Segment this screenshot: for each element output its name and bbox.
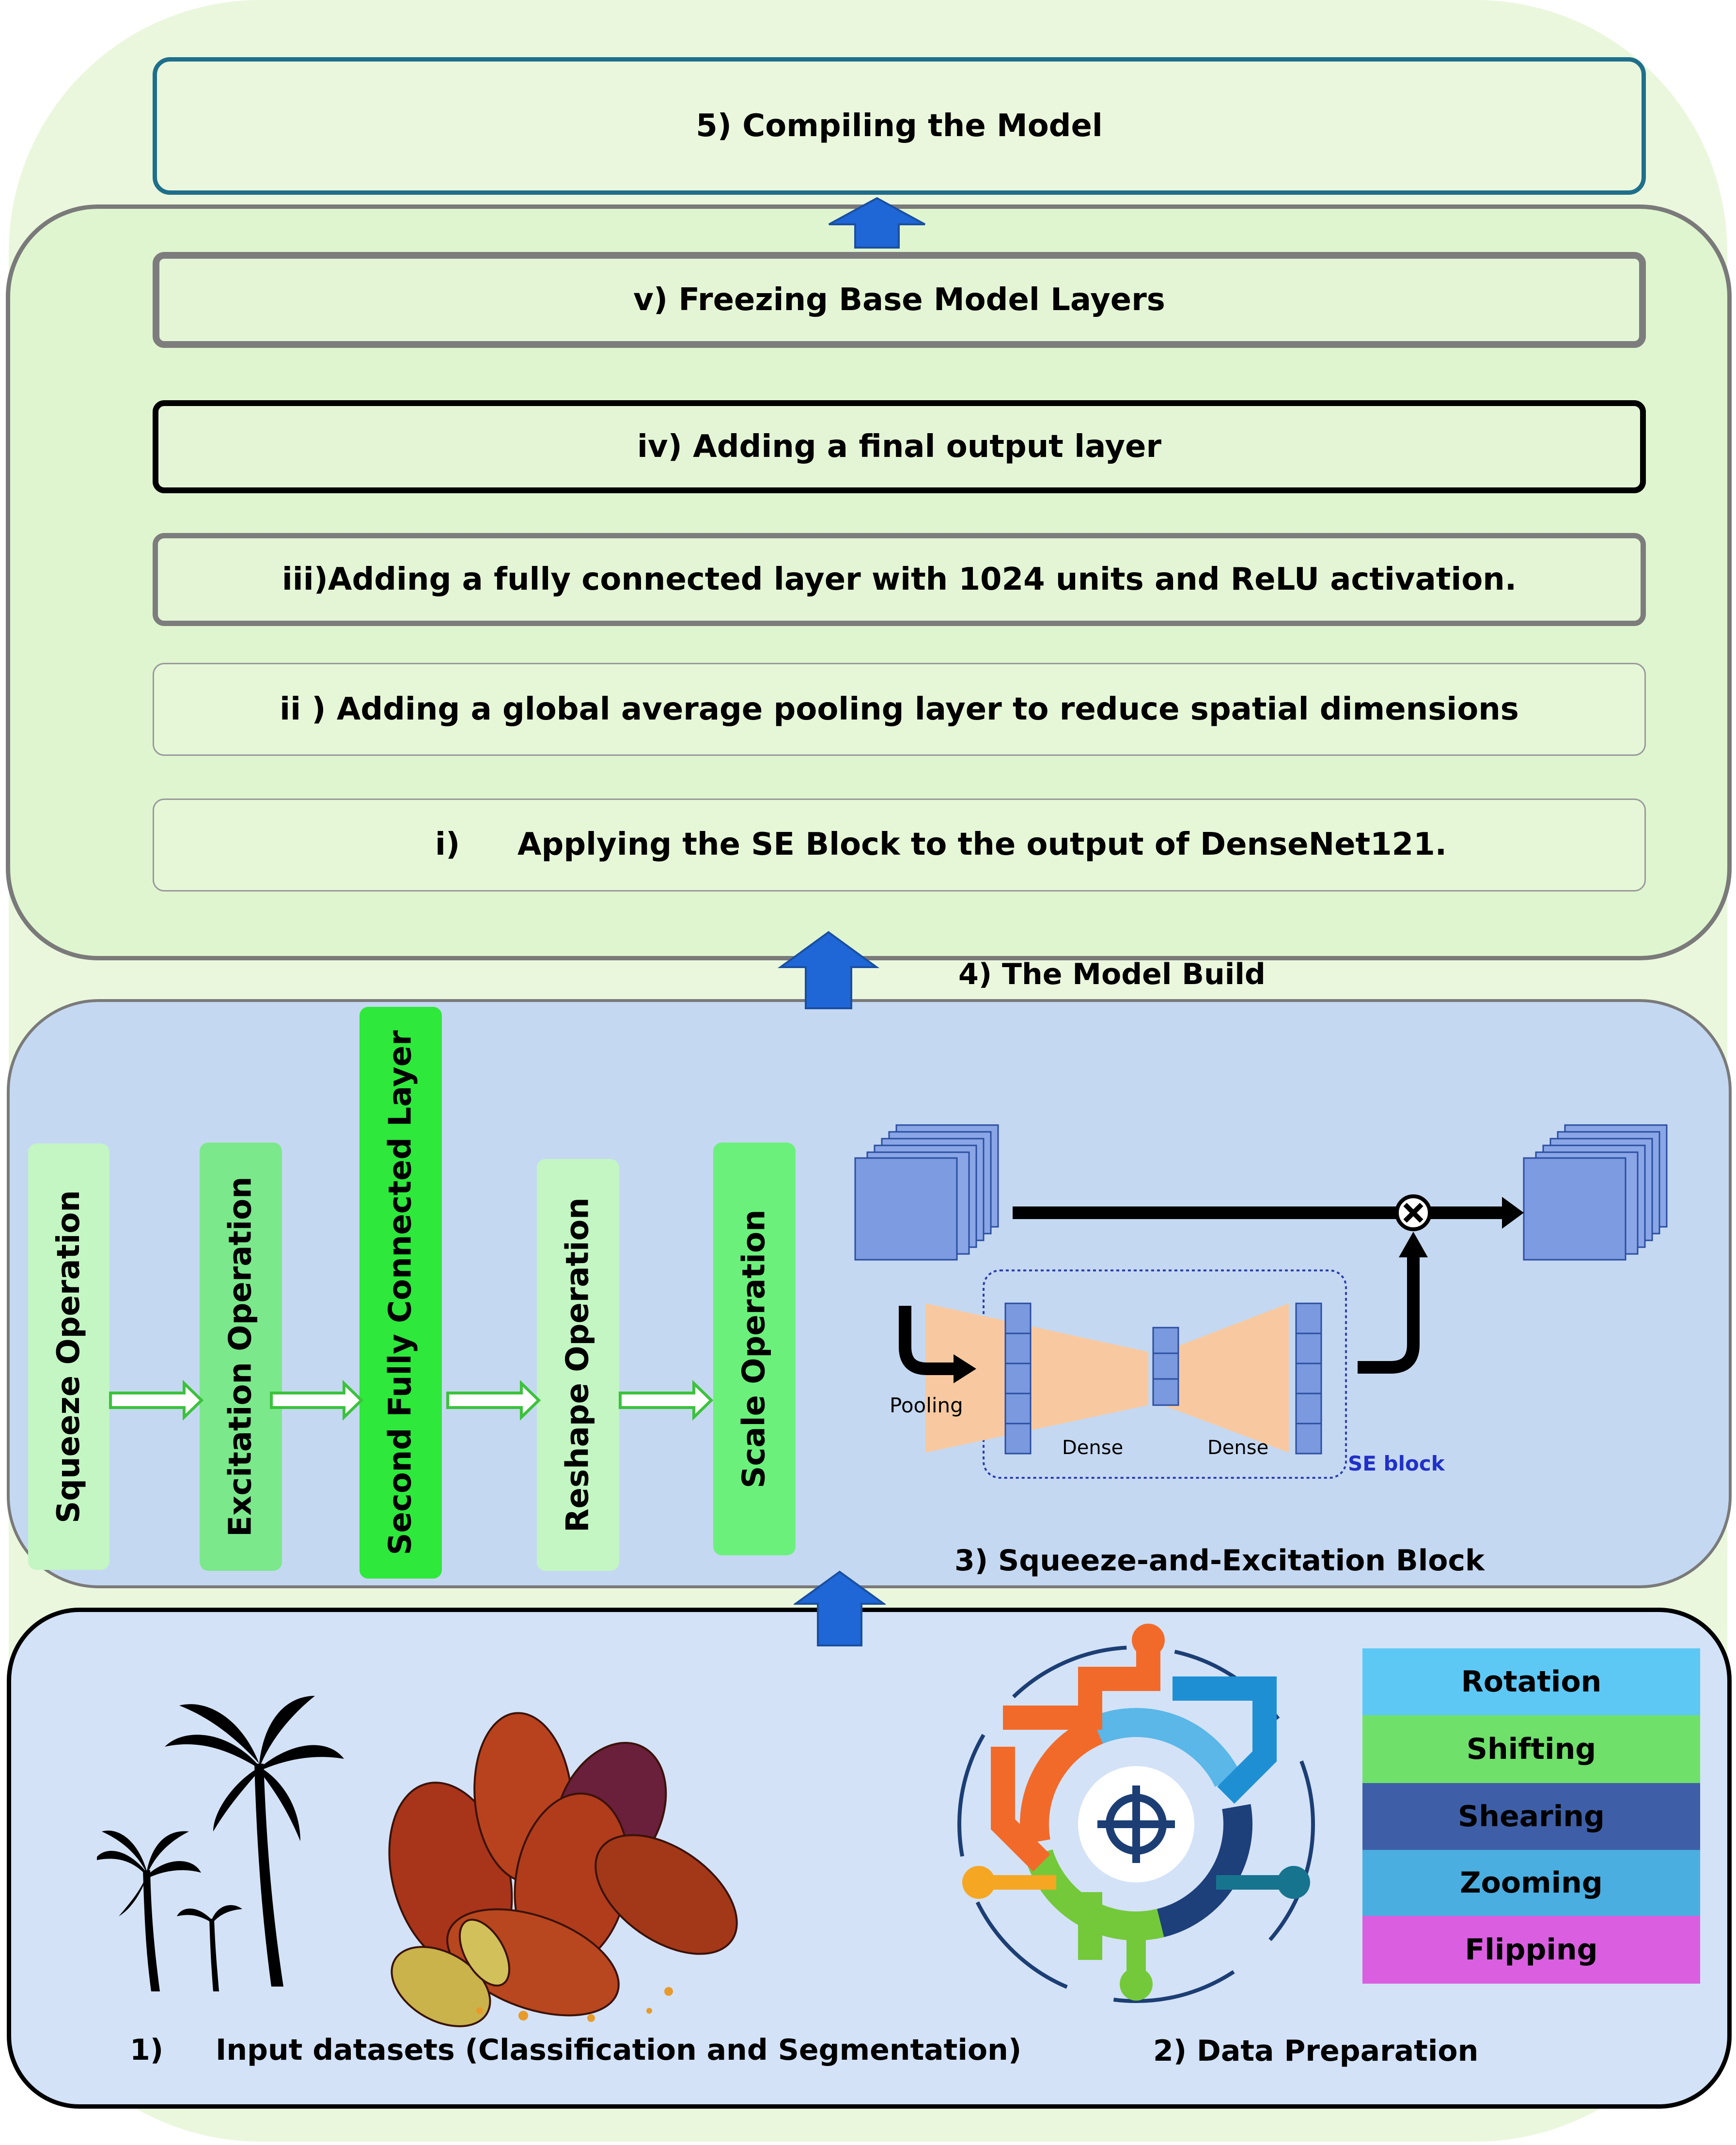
- dense-shape-left: [925, 1303, 1148, 1453]
- se-block-label: SE block: [1348, 1452, 1445, 1475]
- output-feature-map-stack: [1523, 1124, 1668, 1261]
- se-block-frame: [983, 1269, 1347, 1479]
- reshape-operation-bar: Reshape Operation: [537, 1159, 619, 1571]
- compile-model-box: 5) Compiling the Model: [153, 57, 1646, 195]
- scale-operation-label: Scale Operation: [736, 1209, 772, 1488]
- augmentation-flipping-label: Flipping: [1465, 1933, 1598, 1967]
- squeeze-operation-bar: Squeeze Operation: [28, 1143, 109, 1570]
- data-preparation-logo: [957, 1624, 1315, 2003]
- hollow-arrow-icon: [446, 1379, 541, 1421]
- step-global-pooling-label: ii ) Adding a global average pooling lay…: [280, 691, 1519, 727]
- augmentation-shearing-label: Shearing: [1458, 1800, 1605, 1833]
- step-freeze-layers: v) Freezing Base Model Layers: [153, 252, 1646, 348]
- step-global-pooling: ii ) Adding a global average pooling lay…: [153, 663, 1646, 756]
- dense-shape-right: [1163, 1303, 1289, 1453]
- hollow-arrow-icon: [270, 1379, 364, 1421]
- model-build-label: 4) The Model Build: [958, 957, 1266, 991]
- se-block-diagram: [854, 1124, 1668, 1479]
- dense-label-left: Dense: [1062, 1437, 1124, 1459]
- augmentation-zooming-label: Zooming: [1460, 1866, 1603, 1900]
- palm-trees-image: [97, 1696, 344, 1991]
- reshape-operation-label: Reshape Operation: [560, 1197, 596, 1533]
- augmentation-shifting-label: Shifting: [1466, 1732, 1596, 1766]
- excitation-operation-label: Excitation Operation: [223, 1176, 259, 1537]
- data-preparation-label: 2) Data Preparation: [1153, 2034, 1479, 2068]
- dense-label-right: Dense: [1207, 1437, 1269, 1459]
- augmentation-rotation: Rotation: [1362, 1648, 1700, 1715]
- step-final-output-label: iv) Adding a final output layer: [637, 429, 1162, 465]
- augmentation-flipping: Flipping: [1362, 1916, 1700, 1984]
- augmentation-shearing: Shearing: [1362, 1783, 1700, 1850]
- dates-fruit-image: [388, 1712, 738, 2027]
- se-block-group: [7, 999, 1732, 1588]
- second-fc-layer-label: Second Fully Connected Layer: [383, 1030, 419, 1555]
- arrow-up-icon: [778, 931, 879, 1009]
- augmentation-shifting: Shifting: [1362, 1715, 1700, 1783]
- augmentation-zooming: Zooming: [1362, 1850, 1700, 1916]
- input-feature-map-stack: [854, 1124, 999, 1261]
- step-fully-connected-label: iii)Adding a fully connected layer with …: [282, 562, 1517, 597]
- operation-flow-arrows: [109, 1379, 714, 1421]
- hollow-arrow-icon: [109, 1379, 204, 1421]
- input-datasets-number: 1): [130, 2033, 164, 2067]
- step-apply-se-number: i): [435, 827, 460, 862]
- second-fc-layer-bar: Second Fully Connected Layer: [360, 1007, 442, 1579]
- scale-operation-bar: Scale Operation: [713, 1143, 796, 1555]
- step-fully-connected-layer: iii)Adding a fully connected layer with …: [153, 533, 1646, 626]
- step-apply-se-label: Applying the SE Block to the output of D…: [517, 827, 1447, 862]
- excitation-operation-bar: Excitation Operation: [200, 1143, 282, 1571]
- pooling-label: Pooling: [890, 1393, 963, 1417]
- se-block-title: 3) Squeeze-and-Excitation Block: [954, 1544, 1485, 1578]
- step-final-output-layer: iv) Adding a final output layer: [153, 400, 1646, 493]
- squeeze-operation-label: Squeeze Operation: [51, 1190, 87, 1523]
- arrow-up-icon: [794, 1570, 886, 1646]
- hollow-arrow-icon: [619, 1379, 714, 1421]
- step-apply-se-block: i) Applying the SE Block to the output o…: [153, 799, 1646, 892]
- input-datasets-label: Input datasets (Classification and Segme…: [216, 2033, 1022, 2067]
- augmentation-rotation-label: Rotation: [1461, 1665, 1602, 1699]
- arrow-up-icon: [829, 197, 925, 249]
- compile-model-label: 5) Compiling the Model: [696, 108, 1103, 144]
- step-freeze-layers-label: v) Freezing Base Model Layers: [633, 282, 1165, 318]
